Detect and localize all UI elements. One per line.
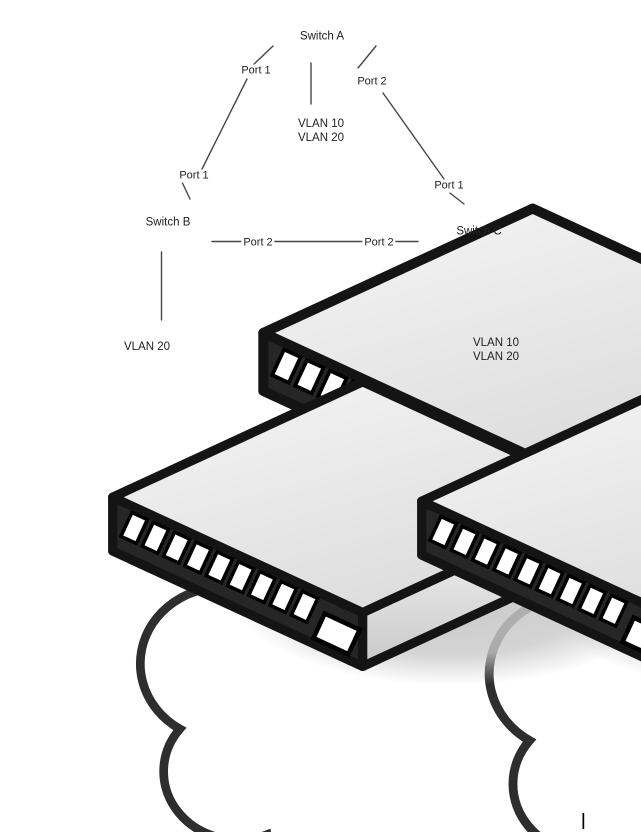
switch-a-label: Switch A — [299, 30, 345, 43]
link-switch-a-switch-b — [200, 78, 248, 172]
cloud-b-vlan20-text: VLAN 20 — [123, 341, 171, 353]
link-port1-label-to-switch-c — [449, 192, 465, 205]
link-switch-a-to-port2-label — [357, 45, 377, 69]
switch-a-port1-label: Port 1 — [239, 64, 273, 78]
switch-c-port1-label: Port 1 — [432, 179, 466, 193]
switch-b-port2-label: Port 2 — [241, 236, 275, 250]
switch-b-label: Switch B — [145, 216, 191, 229]
switch-c-label: Switch C — [456, 225, 502, 238]
cloud-switch-c-label: VLAN 10 VLAN 20 — [473, 336, 519, 364]
cloud-switch-b-label: VLAN 20 — [124, 340, 170, 354]
cloud-c-vlan10-text: VLAN 10 — [472, 337, 520, 349]
page-crop-mark — [582, 813, 585, 829]
cloud-switch-a-label: VLAN 10 VLAN 20 — [298, 117, 344, 145]
cloud-c-vlan20-text: VLAN 20 — [472, 351, 520, 363]
link-port1-label-to-switch-b — [181, 181, 191, 200]
switch-c-port2-label: Port 2 — [362, 236, 396, 250]
link-switch-a-switch-c — [382, 92, 445, 180]
cloud-a-vlan10-text: VLAN 10 — [297, 118, 345, 130]
switch-b-port1-label: Port 1 — [177, 169, 211, 183]
cloud-a-vlan20-text: VLAN 20 — [297, 132, 345, 144]
link-switch-a-to-port1-label — [250, 45, 274, 68]
switch-a-port2-label: Port 2 — [355, 75, 389, 89]
